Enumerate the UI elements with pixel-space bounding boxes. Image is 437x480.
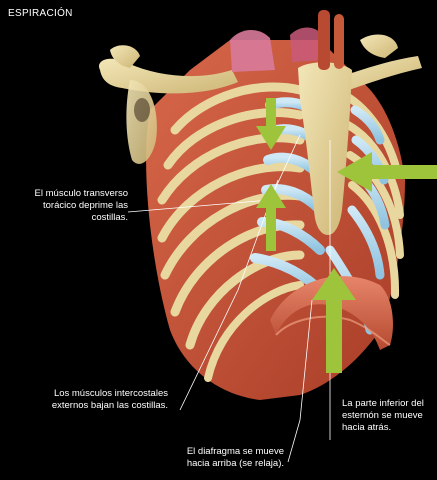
leader-line-diafragma: [287, 299, 313, 463]
ribs: [157, 82, 404, 382]
label-diafragma: El diafragma se mueve hacia arriba (se r…: [186, 446, 284, 469]
label-intercostales: Los músculos intercostales externos baja…: [51, 388, 168, 411]
diaphragm: [270, 276, 393, 350]
label-esternon: La parte inferior del esternón se mueve …: [342, 398, 424, 433]
lung-apex: [230, 10, 344, 72]
down-arrow-icon: [256, 98, 286, 150]
leader-lines: [127, 134, 331, 463]
up-arrow-icon: [312, 268, 356, 373]
label-transverso: El músculo transverso torácico deprime l…: [34, 188, 128, 223]
page-title: ESPIRACIÓN: [8, 8, 73, 19]
leader-line-intercostales: [179, 179, 279, 411]
arrows: [256, 98, 437, 373]
up-arrow-icon: [256, 184, 286, 251]
sternum-bone: [298, 62, 352, 235]
clavicle-bone: [99, 34, 422, 164]
left-arrow-icon: [337, 152, 437, 192]
